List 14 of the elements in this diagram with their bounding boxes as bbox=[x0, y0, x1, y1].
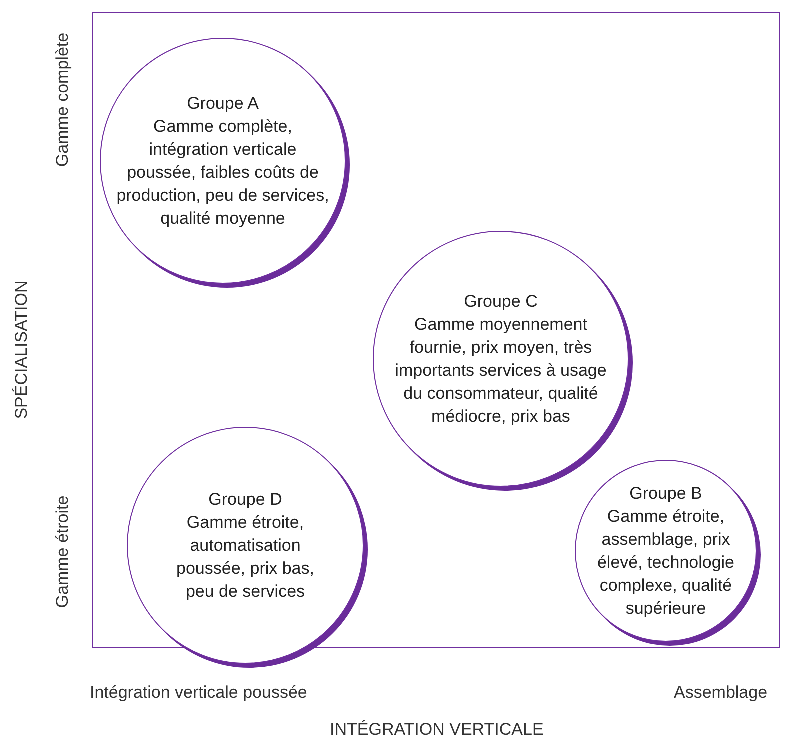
axis-label: Gamme complète bbox=[53, 32, 73, 168]
axis-label: Intégration verticale poussée bbox=[90, 683, 308, 703]
axis-label: SPÉCIALISATION bbox=[12, 280, 32, 420]
axis-label: INTÉGRATION VERTICALE bbox=[330, 720, 544, 740]
group-description: Gamme étroite, automatisation poussée, prix bas, peu de services bbox=[176, 512, 316, 602]
group-title: Groupe B bbox=[628, 482, 704, 504]
group-title: Groupe D bbox=[208, 488, 284, 510]
group-description: Gamme complète, intégration verticale poussée, faibles coûts de production, peu de services, qualité moyenne bbox=[116, 116, 330, 230]
group-description: Gamme étroite, assemblage, prix élevé, technologie complexe, qualité supérieure bbox=[596, 506, 736, 620]
axis-label: Gamme étroite bbox=[53, 496, 73, 608]
group-title: Groupe A bbox=[186, 92, 260, 114]
group-title: Groupe C bbox=[463, 290, 539, 312]
axis-label: Assemblage bbox=[674, 683, 768, 703]
group-description: Gamme moyennement fournie, prix moyen, très importants services à usage du consommateur, qualité médiocre, prix bas bbox=[394, 314, 608, 428]
